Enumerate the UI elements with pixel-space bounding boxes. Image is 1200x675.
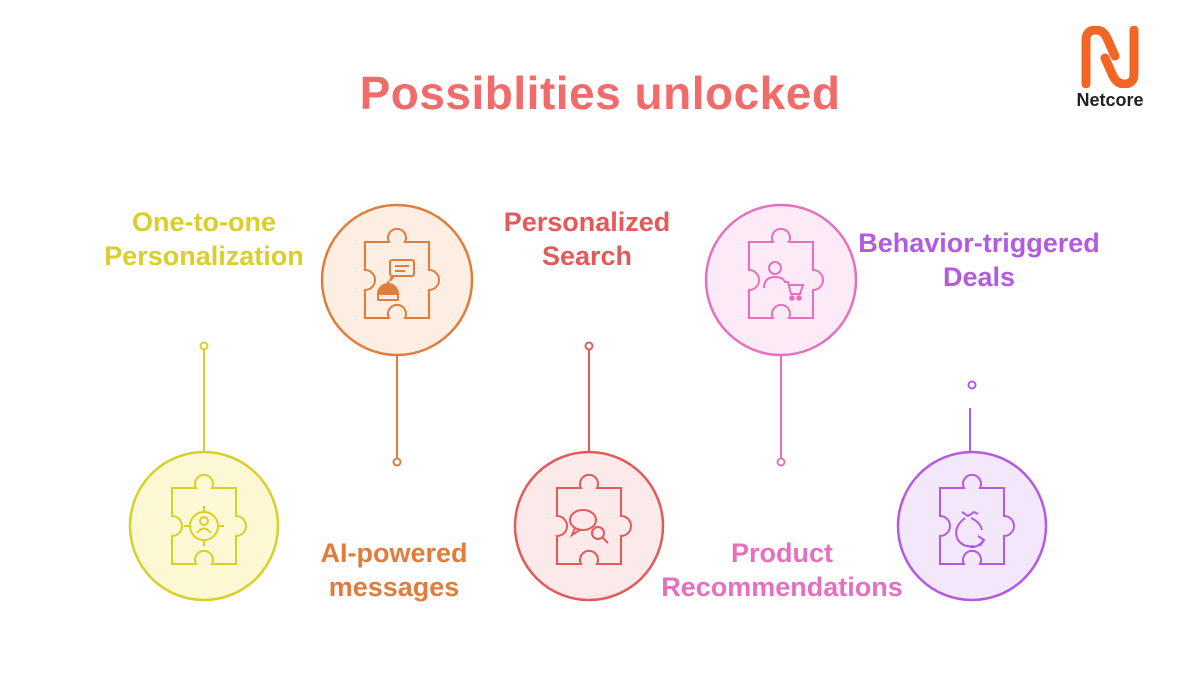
connector-dot (199, 341, 209, 351)
shopper-cart-icon (763, 261, 805, 301)
step-circle (896, 450, 1048, 602)
step-1-label-line-2: Personalization (104, 241, 304, 271)
connector-dot (392, 457, 402, 467)
target-user-icon (184, 506, 224, 546)
step-4-label-line-1: Product (730, 538, 833, 568)
step-5-label-line-1: Behavior-triggered (858, 228, 1100, 258)
page-title: Possiblities unlocked (359, 67, 841, 119)
step-1-label: One-to-one Personalization (104, 205, 304, 273)
step-5 (896, 380, 1048, 602)
connector-dot (967, 380, 977, 390)
step-5-label-line-2: Deals (942, 262, 1016, 292)
step-2 (320, 203, 474, 467)
netcore-logo: Netcore (1060, 26, 1160, 111)
step-2-label-line-1: AI-powered (320, 538, 468, 568)
brand-name: Netcore (1076, 90, 1144, 110)
chatbot-icon (376, 259, 415, 301)
step-4-label-line-2: Recommendations (661, 572, 903, 602)
step-2-label-line-2: messages (328, 572, 460, 602)
step-5-label: Behavior-triggered Deals (854, 226, 1104, 294)
step-3-label-line-2: Search (541, 241, 633, 271)
connector-dot (584, 341, 594, 351)
step-circle (704, 203, 858, 357)
netcore-logo-icon (1081, 26, 1139, 88)
step-4 (704, 203, 858, 467)
chat-search-icon (569, 509, 609, 544)
step-circle (513, 450, 665, 602)
step-circle (320, 203, 474, 357)
step-1-label-line-1: One-to-one (132, 207, 276, 237)
step-1 (128, 341, 280, 602)
step-4-label: Product Recommendations (660, 536, 904, 604)
connector-dot (776, 457, 786, 467)
step-3 (513, 341, 665, 602)
money-bag-icon (955, 510, 986, 549)
step-3-label-line-1: Personalized (503, 207, 671, 237)
step-2-label: AI-powered messages (294, 536, 494, 604)
step-3-label: Personalized Search (487, 205, 687, 273)
